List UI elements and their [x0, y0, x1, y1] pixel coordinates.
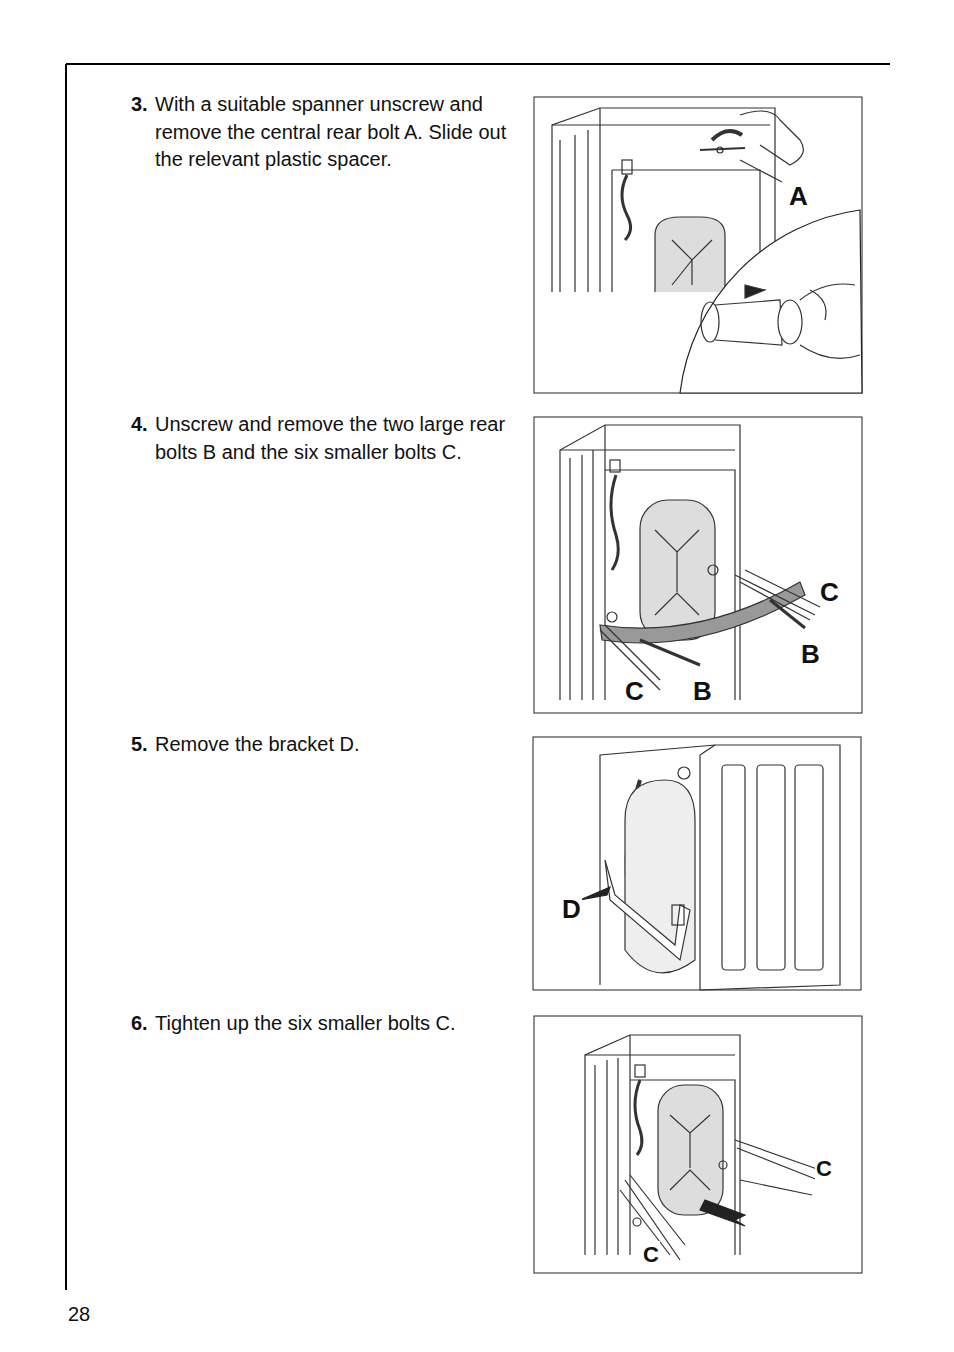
step-number: 5.	[131, 731, 148, 759]
page-number: 28	[68, 1303, 90, 1326]
callout-letter: D	[561, 895, 582, 923]
step-text: Unscrew and remove the two large rear bo…	[155, 411, 523, 466]
callout-letter: C	[815, 1155, 833, 1183]
callout-letter: C	[642, 1241, 660, 1269]
callout-letter: C	[624, 677, 645, 705]
step-text: Remove the bracket D.	[155, 731, 523, 759]
callout-letter: A	[788, 182, 809, 210]
step-text: Tighten up the six smaller bolts C.	[155, 1010, 523, 1038]
callout-letter: B	[800, 640, 821, 668]
callout-letter: B	[692, 677, 713, 705]
step-number: 3.	[131, 91, 148, 119]
step-number: 4.	[131, 411, 148, 439]
step-number: 6.	[131, 1010, 148, 1038]
callout-letter: C	[819, 578, 840, 606]
step-text: With a suitable spanner unscrew and remo…	[155, 91, 523, 174]
